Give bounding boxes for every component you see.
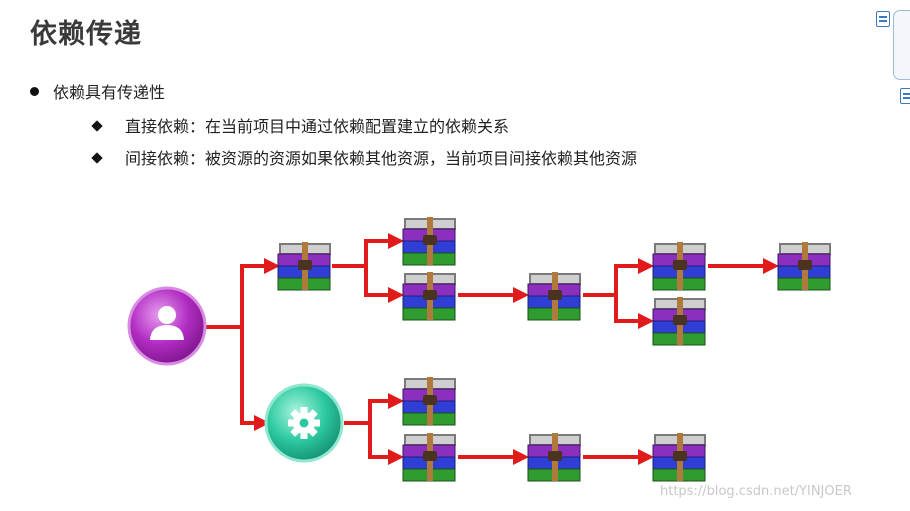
project-node: [127, 286, 207, 366]
bullet-text: 依赖具有传递性: [53, 83, 166, 102]
direct-dependency-text: 直接依赖：在当前项目中通过依赖配置建立的依赖关系: [125, 117, 510, 136]
bullet-item: 依赖具有传递性: [30, 79, 165, 103]
jar-icon: [402, 376, 457, 426]
bullet-dot-icon: [30, 87, 39, 96]
arrows: [205, 233, 779, 465]
gear-icon: [288, 407, 320, 439]
direct-dependency-item: 直接依赖：在当前项目中通过依赖配置建立的依赖关系: [91, 113, 510, 137]
user-icon: [150, 306, 184, 340]
jar-icon: [652, 296, 707, 346]
jar-icon: [652, 241, 707, 291]
jar-icon: [402, 271, 457, 321]
jar-icon: [777, 241, 832, 291]
jar-icon: [527, 271, 582, 321]
module-node: [264, 383, 344, 463]
watermark: https://blog.csdn.net/YINJOER: [660, 484, 852, 499]
indirect-dependency-text: 间接依赖：被资源的资源如果依赖其他资源，当前项目间接依赖其他资源: [125, 149, 638, 168]
document-icon[interactable]: [900, 88, 910, 104]
document-icon[interactable]: [876, 11, 890, 27]
indirect-dependency-item: 间接依赖：被资源的资源如果依赖其他资源，当前项目间接依赖其他资源: [91, 145, 638, 169]
jar-icon: [402, 216, 457, 266]
side-panel: [893, 10, 910, 80]
jar-icon: [652, 432, 707, 482]
jar-icon: [527, 432, 582, 482]
page-title: 依赖传递: [30, 19, 142, 50]
jar-icon: [277, 241, 332, 291]
jar-icon: [402, 432, 457, 482]
